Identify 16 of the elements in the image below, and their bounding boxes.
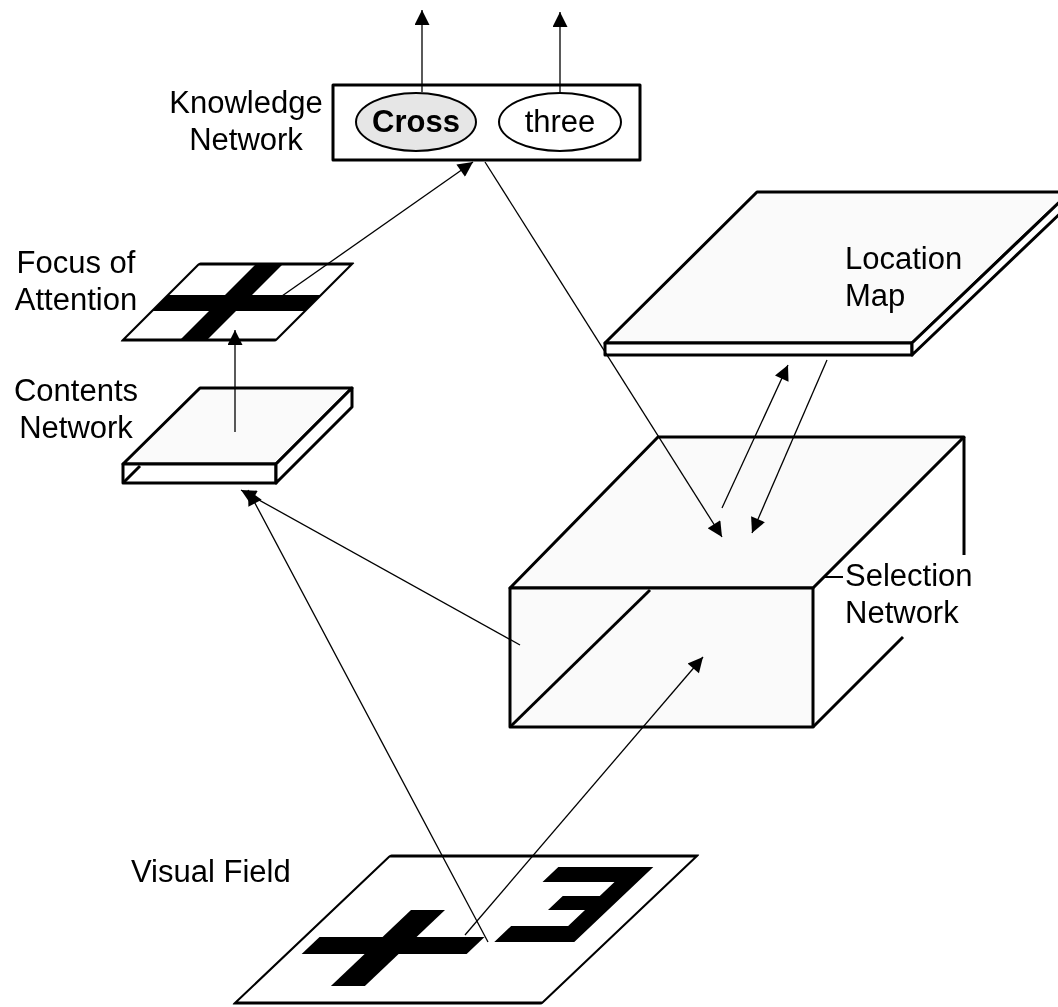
arrow [414, 9, 430, 93]
arrow [464, 656, 704, 936]
arrow [484, 161, 723, 538]
arrow [227, 329, 243, 433]
arrow [721, 364, 789, 509]
layer-label: Visual Field [131, 853, 292, 890]
arrow [552, 11, 568, 93]
arrow [240, 489, 521, 646]
layer-label: Location Map [845, 240, 964, 314]
arrow [751, 359, 828, 534]
layer-label: Selection Network [845, 557, 974, 631]
layer-label: Contents Network [12, 372, 140, 446]
arrow [281, 161, 474, 297]
layer-label: Focus of Attention [13, 244, 139, 318]
arrow [247, 489, 489, 943]
layer-label: Knowledge Network [168, 84, 324, 158]
